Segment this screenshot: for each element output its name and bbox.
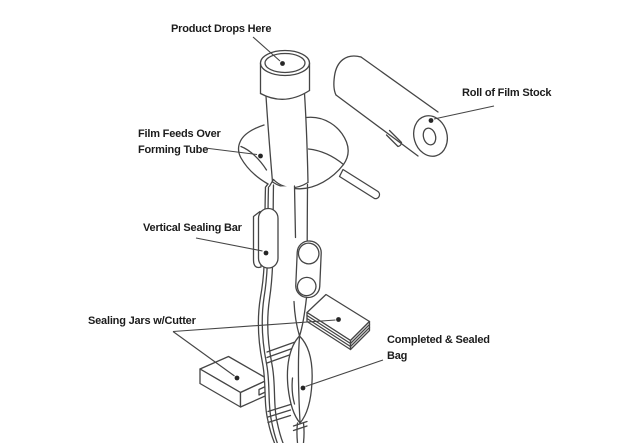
bag-bottom-crimp bbox=[292, 420, 308, 432]
leader-line-completed-and-sealed-bag bbox=[305, 359, 384, 388]
label-sealing-jars-w-cutter: Sealing Jars w/Cutter bbox=[88, 314, 196, 330]
pointer-dot-film-feeds-over-forming-tube bbox=[258, 153, 263, 159]
pointer-dot-completed-and-sealed-bag bbox=[300, 385, 306, 391]
label-line: Forming Tube bbox=[138, 143, 209, 156]
leader-line-roll-of-film-stock bbox=[433, 105, 495, 120]
pointer-dot-vertical-sealing-bar bbox=[263, 250, 269, 256]
completed-bag bbox=[286, 296, 313, 443]
film-roll bbox=[333, 55, 448, 157]
label-product-drops-here: Product Drops Here bbox=[171, 22, 272, 38]
label-line: Roll of Film Stock bbox=[462, 87, 552, 99]
sealing-jaw-lower bbox=[199, 355, 270, 408]
label-line: Vertical Sealing Bar bbox=[143, 222, 242, 234]
leader-line-sealing-jars-w-cutter bbox=[172, 319, 336, 333]
pointer-dot-sealing-jars-w-cutter bbox=[336, 317, 341, 322]
bag-wrinkle bbox=[291, 377, 296, 405]
film-guide-rod bbox=[338, 168, 381, 200]
tube-mouth-outer-rim bbox=[259, 49, 311, 77]
label-line: Sealing Jars w/Cutter bbox=[88, 315, 196, 327]
vertical-sealing-bar-front bbox=[252, 207, 279, 269]
label-line: Bag bbox=[387, 349, 408, 362]
label-roll-of-film-stock: Roll of Film Stock bbox=[462, 86, 551, 102]
forming-tube bbox=[265, 92, 309, 189]
pointer-dot-product-drops-here bbox=[280, 61, 285, 66]
label-vertical-sealing-bar: Vertical Sealing Bar bbox=[143, 221, 242, 237]
label-line: Film Feeds Over bbox=[138, 128, 221, 140]
label-line: Completed & Sealed bbox=[387, 334, 490, 346]
leader-line-film-feeds-over-forming-tube bbox=[204, 147, 258, 156]
pointer-dot-sealing-jars-w-cutter bbox=[234, 375, 240, 381]
forming-tube-mouth bbox=[259, 49, 311, 100]
leader-line-sealing-jars-w-cutter bbox=[172, 331, 235, 377]
seal-crimp-lower bbox=[267, 403, 292, 424]
label-line: Product Drops Here bbox=[171, 23, 272, 35]
tube-mouth-inner-rim bbox=[264, 52, 306, 74]
film-roll-axle-tip bbox=[385, 129, 403, 148]
pointer-dot-roll-of-film-stock bbox=[428, 118, 434, 123]
bag-fin-seam bbox=[297, 336, 301, 423]
film-roll-core bbox=[422, 127, 437, 146]
leader-line-product-drops-here bbox=[252, 36, 281, 62]
vertical-sealing-bar-rear bbox=[295, 240, 322, 299]
leader-line-vertical-sealing-bar bbox=[195, 237, 263, 252]
film-roll-end-face bbox=[413, 115, 448, 157]
